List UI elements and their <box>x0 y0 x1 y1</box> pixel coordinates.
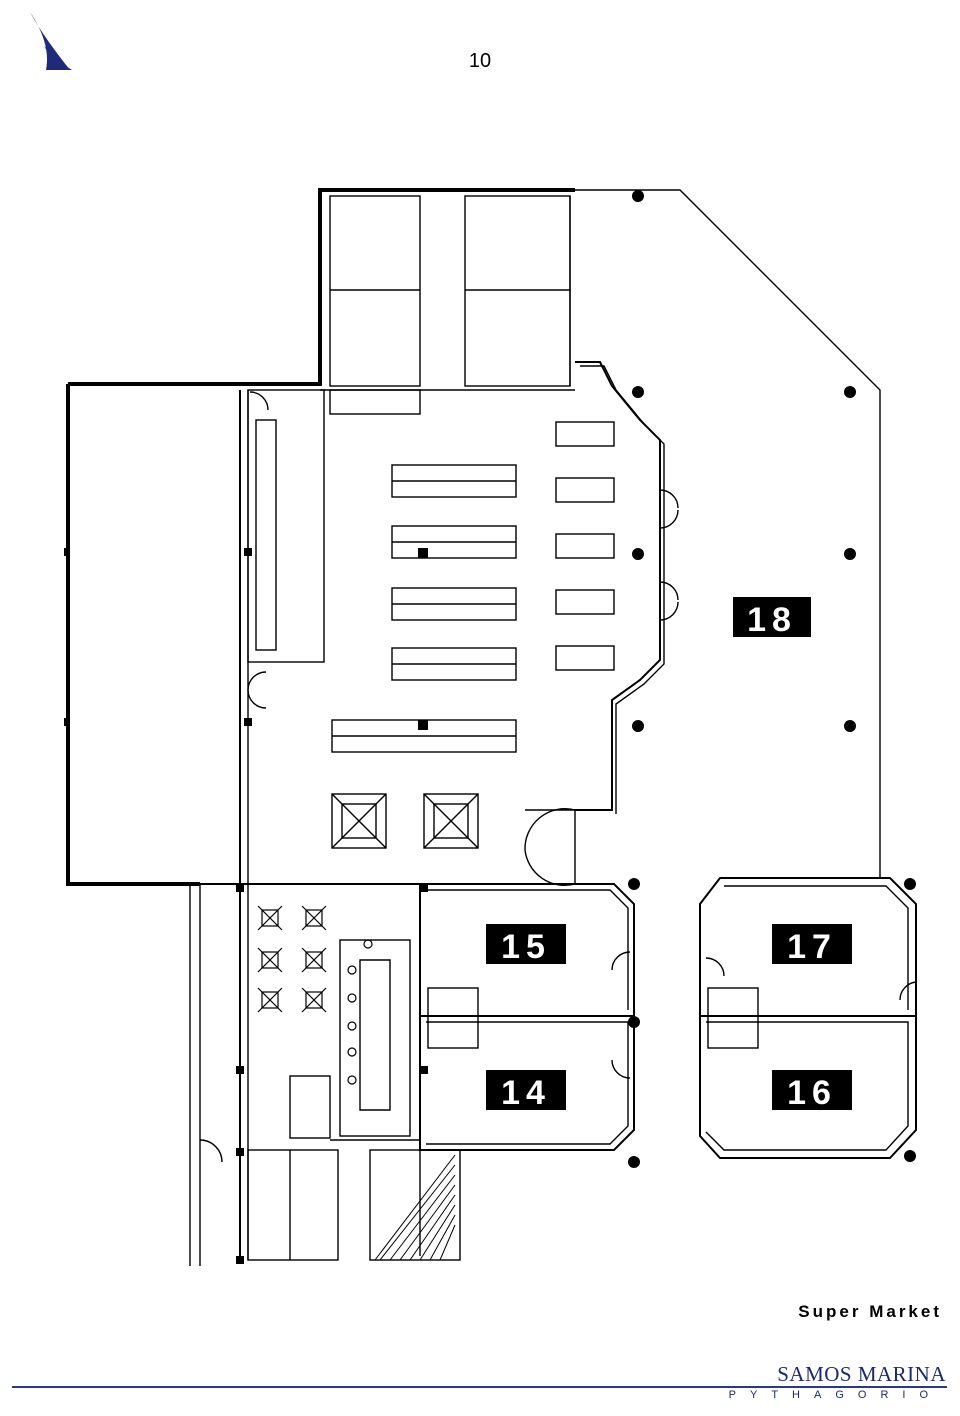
sail-logo-main <box>30 12 70 70</box>
unit-14-label-box <box>486 1070 566 1110</box>
bar-counter <box>339 939 411 1137</box>
unit-18-label-box <box>733 597 811 637</box>
west-wall <box>68 188 575 386</box>
unit-17-label-box <box>772 924 852 964</box>
floor-plan: 18 15 17 14 16 <box>64 188 917 1266</box>
unit-14-outline <box>419 1015 635 1151</box>
unit-18-label: 18 <box>747 601 797 639</box>
wc-block-north <box>329 195 421 387</box>
unit-14-label: 14 <box>501 1074 551 1112</box>
unit-15-outline <box>419 883 635 1017</box>
unit-labels: 18 15 17 14 16 <box>486 597 852 1112</box>
display-stand <box>331 793 387 849</box>
unit-15-label-box <box>486 924 566 964</box>
unit-16-outline <box>699 1015 917 1159</box>
unit-16-label-box <box>772 1070 852 1110</box>
shop-east-wall <box>575 361 661 811</box>
west-wall-left <box>66 384 200 886</box>
brand-name: SAMOS MARINA <box>777 1362 946 1386</box>
wc-block-south <box>247 1149 339 1261</box>
bar-stools <box>347 939 373 1085</box>
unit-15-label: 15 <box>501 928 551 966</box>
brand-subtitle: PYTHAGORIO <box>728 1389 942 1401</box>
unit-18-outline <box>575 189 881 879</box>
cafe-tables <box>257 905 327 1013</box>
plan-caption: Super Market <box>798 1302 942 1321</box>
sail-logo <box>30 12 72 70</box>
checkouts <box>555 421 615 671</box>
columns <box>64 190 916 1264</box>
unit-17-label: 17 <box>787 928 837 966</box>
footer-rule <box>12 1386 947 1388</box>
unit-16-label: 16 <box>787 1074 837 1112</box>
display-stand <box>423 793 479 849</box>
page-number: 10 <box>468 50 492 72</box>
staircase <box>369 1149 461 1261</box>
